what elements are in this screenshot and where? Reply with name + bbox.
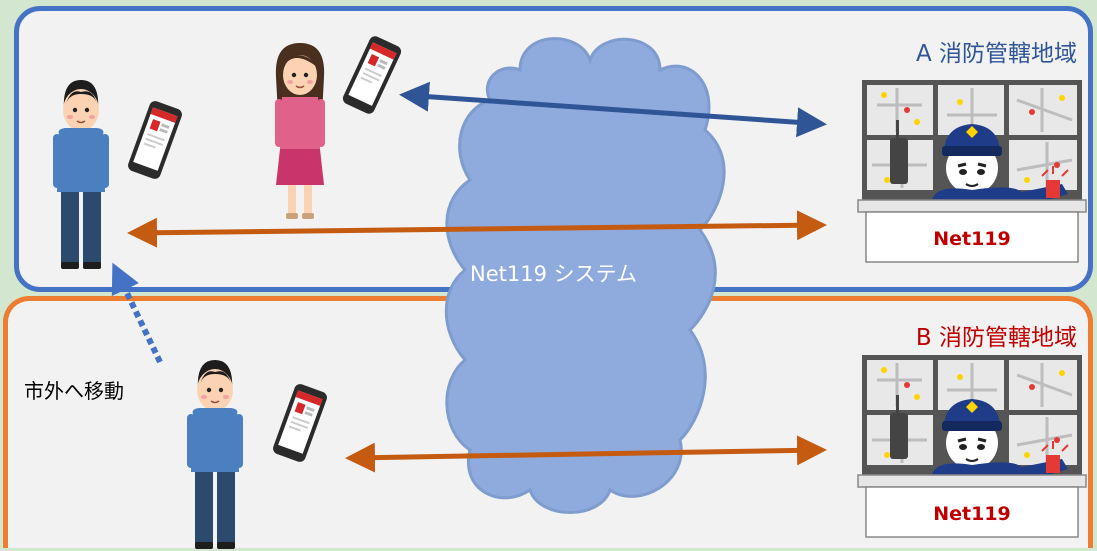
- person-moved-male-icon: [52, 79, 110, 270]
- region-a-title: A 消防管轄地域: [915, 41, 1077, 67]
- smartphone-icon: [340, 34, 404, 116]
- arrow-move-out-of-city: [111, 262, 163, 364]
- cloud-label: Net119 システム: [470, 262, 637, 286]
- move-out-of-city-label: 市外へ移動: [24, 379, 124, 403]
- arrow-person-b-to-center-b: [345, 435, 827, 473]
- dispatch-sign-a: Net119: [933, 228, 1011, 250]
- fire-dispatch-operator-icon-a: Net119: [856, 78, 1088, 264]
- person-b-male-icon: [186, 359, 244, 550]
- smartphone-icon: [271, 382, 329, 464]
- smartphone-icon: [126, 99, 184, 181]
- fire-dispatch-operator-icon-b: Net119: [856, 353, 1088, 539]
- arrow-female-to-center-a: [399, 81, 827, 138]
- arrow-moved-person-to-center-a: [127, 210, 827, 248]
- person-female-icon: [275, 43, 325, 219]
- dispatch-sign-b: Net119: [933, 503, 1011, 525]
- region-b-title: B 消防管轄地域: [915, 325, 1077, 351]
